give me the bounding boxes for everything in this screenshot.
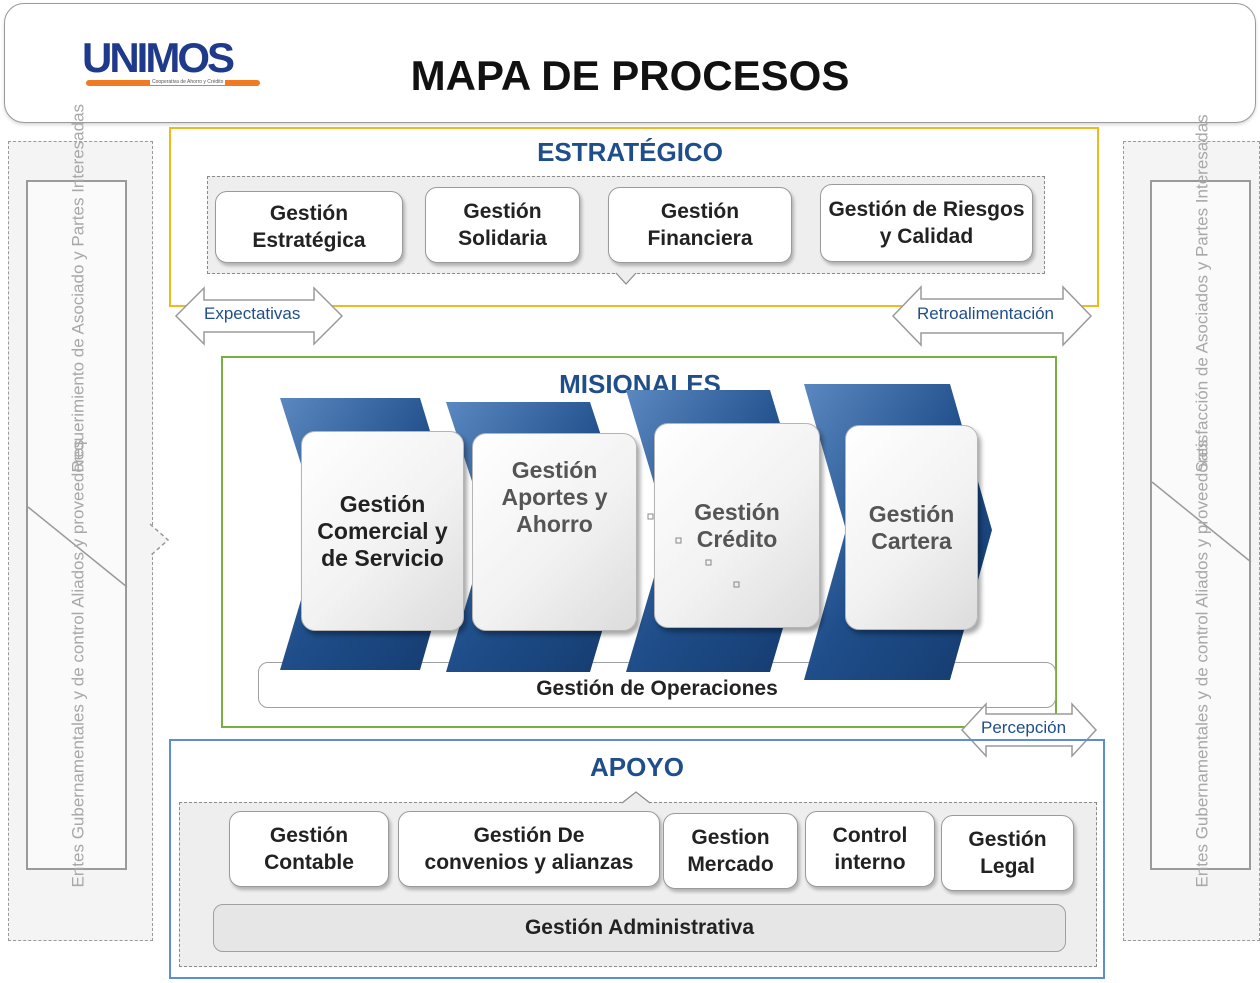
misional-card-1 [301,431,464,631]
right-divider [1152,481,1252,563]
logo-subtitle: Cooperativa de Ahorro y Crédito [150,79,226,85]
estrategico-pointer [615,272,637,285]
process-gestion-riesgos-calidad: Gestión de Riesgos y Calidad [820,184,1033,262]
estrategico-section [169,127,1099,307]
misionales-section [221,356,1057,728]
left-panel-pointer [149,523,170,557]
process-gestion-legal: Gestión Legal [941,815,1074,891]
apoyo-section [169,739,1105,979]
process-gestion-estrategica: Gestión Estratégica [215,191,403,263]
process-gestion-aportes: Gestión Aportes y Ahorro [501,456,608,537]
process-gestion-credito: Gestión Crédito [694,498,780,552]
process-control-interno: Control interno [805,811,935,887]
left-divider [28,506,128,588]
unimos-logo: UNIMOS Cooperativa de Ahorro y Crédito [82,34,272,98]
logo-wordmark: UNIMOS [82,34,235,81]
left-lower-text: Entes Gubernamentales y de control Aliad… [68,439,88,888]
process-gestion-solidaria: Gestión Solidaria [425,187,580,263]
process-gestion-comercial: Gestión Comercial y de Servicio [317,490,448,571]
page-title: MAPA DE PROCESOS [410,52,850,99]
right-upper-text: Satisfacción de Asociados y Partes Inter… [1192,114,1212,473]
process-gestion-contable: Gestión Contable [229,811,389,887]
right-lower-text: Entes Gubernamentales y de control Aliad… [1192,439,1212,888]
percepcion-arrow [960,702,1098,758]
process-gestion-convenios: Gestión De convenios y alianzas [398,811,660,887]
estrategico-title: ESTRATÉGICO [537,137,723,167]
process-gestion-mercado: Gestion Mercado [663,813,798,889]
apoyo-pointer [621,791,651,804]
decorative-squares [647,513,740,588]
left-upper-text: Requerimiento de Asociado y Partes Inter… [68,103,88,473]
expectativas-label: Expectativas [204,304,301,323]
misional-card-4 [845,425,978,630]
expectativas-arrow [174,286,344,346]
gestion-administrativa-bar: Gestión Administrativa [213,904,1066,952]
process-gestion-financiera: Gestión Financiera [608,187,792,263]
right-inner-panel: Satisfacción de Asociados y Partes Inter… [1150,114,1252,888]
left-inner-panel: Requerimiento de Asociado y Partes Inter… [26,104,128,888]
apoyo-title: APOYO [590,752,684,782]
retroalimentacion-arrow [891,285,1093,347]
misional-card-2 [472,433,637,631]
misional-card-3 [654,423,820,628]
percepcion-label: Percepción [981,718,1067,737]
process-gestion-cartera: Gestión Cartera [868,500,955,554]
retroalimentacion-label: Retroalimentación [917,304,1055,323]
header-panel [4,3,1256,123]
